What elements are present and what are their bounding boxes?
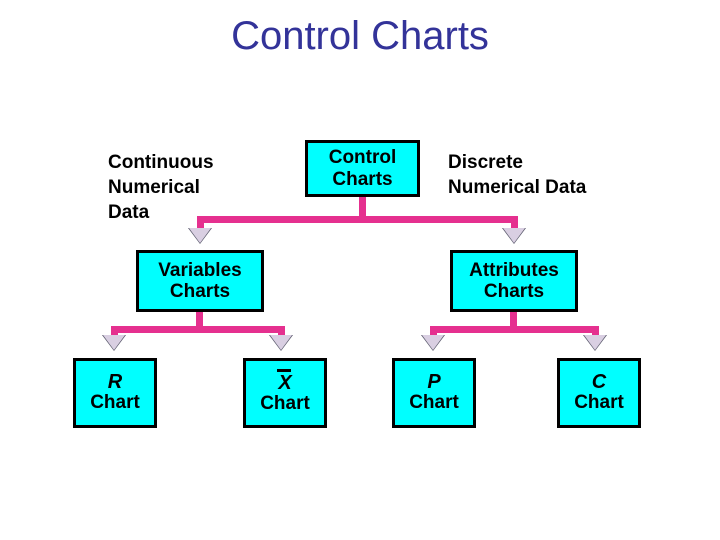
label-discrete-numerical-data: Discrete Numerical Data (448, 152, 587, 198)
connector-variables-bus (111, 326, 285, 333)
node-xbar-chart-sub: Chart (260, 393, 310, 415)
node-attributes-charts-line1: Attributes (469, 259, 559, 281)
arrowhead-to-p (422, 335, 444, 350)
arrowhead-to-r (103, 335, 125, 350)
label-continuous-numerical-data: Continuous Numerical Data (108, 152, 214, 223)
node-attributes-charts[interactable]: Attributes Charts (450, 250, 578, 312)
arrowhead-to-c (584, 335, 606, 350)
arrowhead-to-attributes (503, 228, 525, 243)
node-r-chart-sub: Chart (90, 392, 140, 414)
connector-root-to-variables (197, 216, 204, 229)
connector-variables-stem (196, 312, 203, 326)
connector-attributes-bus (430, 326, 599, 333)
node-r-chart-symbol: R (107, 371, 123, 394)
node-c-chart[interactable]: C Chart (557, 358, 641, 428)
arrowhead-to-variables (189, 228, 211, 243)
node-variables-charts[interactable]: Variables Charts (136, 250, 264, 312)
connector-attributes-to-p (430, 326, 437, 336)
node-control-charts-line2: Charts (332, 168, 393, 190)
node-attributes-charts-line2: Charts (483, 281, 545, 302)
node-c-chart-sub: Chart (574, 392, 624, 414)
connector-attributes-stem (510, 312, 517, 326)
connector-attributes-to-c (592, 326, 599, 336)
node-r-chart[interactable]: R Chart (73, 358, 157, 428)
connector-root-bus (197, 216, 518, 223)
connector-root-to-attributes (511, 216, 518, 229)
node-variables-charts-line1: Variables (158, 259, 242, 281)
connector-root-stem (359, 197, 366, 216)
connector-variables-to-xbar (278, 326, 285, 336)
node-xbar-chart[interactable]: X Chart (243, 358, 327, 428)
node-p-chart-sub: Chart (409, 392, 459, 414)
page-title: Control Charts (231, 14, 489, 58)
arrowhead-to-xbar (270, 335, 292, 350)
node-variables-charts-line2: Charts (169, 281, 231, 302)
node-p-chart[interactable]: P Chart (392, 358, 476, 428)
node-c-chart-symbol: C (591, 371, 607, 394)
node-xbar-chart-symbol: X (277, 369, 292, 395)
node-control-charts[interactable]: Control Charts (305, 140, 420, 197)
node-control-charts-line1: Control (328, 147, 397, 169)
connector-variables-to-r (111, 326, 118, 336)
node-p-chart-symbol: P (427, 371, 441, 394)
